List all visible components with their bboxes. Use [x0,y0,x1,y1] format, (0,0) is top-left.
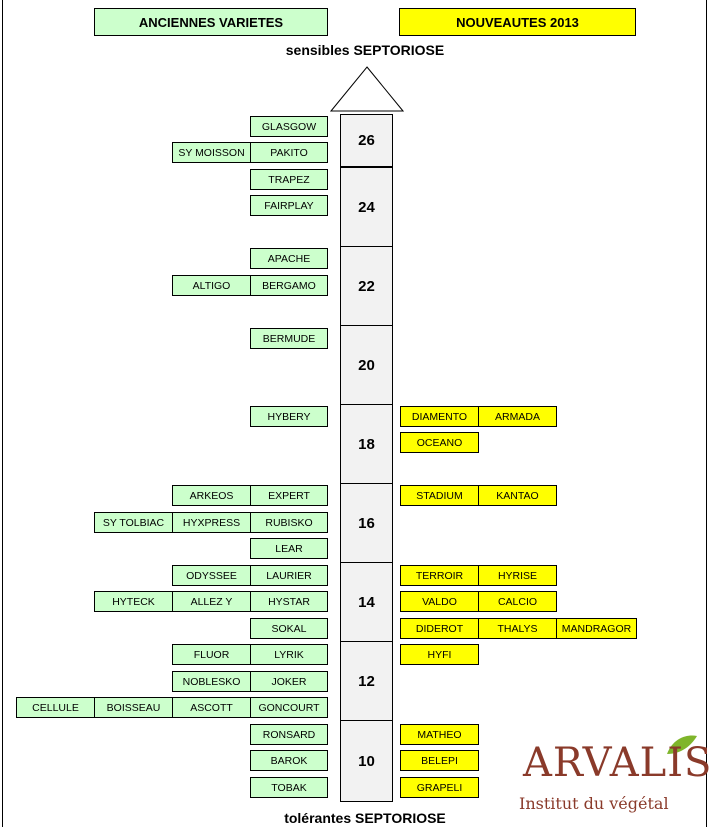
variety-cellule: CELLULE [16,697,95,718]
variety-matheo: MATHEO [400,724,479,745]
variety-diderot: DIDEROT [400,618,479,639]
variety-kantao: KANTAO [478,485,557,506]
variety-noblesko: NOBLESKO [172,671,251,692]
variety-tobak: TOBAK [250,777,328,798]
variety-pakito: PAKITO [250,142,328,163]
variety-stadium: STADIUM [400,485,479,506]
variety-hyrise: HYRISE [478,565,557,586]
variety-altigo: ALTIGO [172,275,251,296]
scale-level-20: 20 [340,325,393,405]
variety-hystar: HYSTAR [250,591,328,612]
variety-valdo: VALDO [400,591,479,612]
variety-armada: ARMADA [478,406,557,427]
scale-level-18: 18 [340,404,393,484]
axis-bottom-label: tolérantes SEPTORIOSE [284,810,446,826]
variety-sy-tolbiac: SY TOLBIAC [94,512,173,533]
variety-ronsard: RONSARD [250,724,328,745]
variety-apache: APACHE [250,248,328,269]
variety-diamento: DIAMENTO [400,406,479,427]
variety-barok: BAROK [250,750,328,771]
variety-trapez: TRAPEZ [250,169,328,190]
up-arrow-icon [330,66,404,112]
scale-level-14: 14 [340,562,393,642]
right-border [706,0,707,827]
variety-fluor: FLUOR [172,644,251,665]
variety-arkeos: ARKEOS [172,485,251,506]
variety-mandragor: MANDRAGOR [556,618,637,639]
variety-calcio: CALCIO [478,591,557,612]
variety-hyfi: HYFI [400,644,479,665]
variety-sy-moisson: SY MOISSON [172,142,251,163]
variety-goncourt: GONCOURT [250,697,328,718]
variety-hybery: HYBERY [250,406,328,427]
scale-level-16: 16 [340,483,393,563]
scale-level-26: 26 [340,114,393,167]
variety-expert: EXPERT [250,485,328,506]
arvalis-logo: ARVALIS Institut du végétal [505,728,709,826]
axis-top-label: sensibles SEPTORIOSE [285,42,445,58]
scale-level-12: 12 [340,641,393,721]
variety-glasgow: GLASGOW [250,116,328,137]
logo-wordmark: ARVALIS [523,740,709,786]
variety-oceano: OCEANO [400,432,479,453]
variety-belepi: BELEPI [400,750,479,771]
variety-hyteck: HYTECK [94,591,173,612]
scale-level-22: 22 [340,246,393,326]
variety-hyxpress: HYXPRESS [172,512,251,533]
variety-bergamo: BERGAMO [250,275,328,296]
variety-boisseau: BOISSEAU [94,697,173,718]
variety-laurier: LAURIER [250,565,328,586]
variety-odyssee: ODYSSEE [172,565,251,586]
variety-thalys: THALYS [478,618,557,639]
variety-allez-y: ALLEZ Y [172,591,251,612]
scale-level-10: 10 [340,720,393,802]
new-varieties-header: NOUVEAUTES 2013 [399,8,636,36]
variety-lear: LEAR [250,538,328,559]
variety-sokal: SOKAL [250,618,328,639]
leaf-icon [667,735,697,754]
left-border [2,0,3,827]
variety-joker: JOKER [250,671,328,692]
variety-bermude: BERMUDE [250,328,328,349]
logo-tagline: Institut du végétal [519,794,669,813]
variety-grapeli: GRAPELI [400,777,479,798]
variety-lyrik: LYRIK [250,644,328,665]
variety-fairplay: FAIRPLAY [250,195,328,216]
scale-level-24: 24 [340,167,393,247]
variety-rubisko: RUBISKO [250,512,328,533]
variety-ascott: ASCOTT [172,697,251,718]
variety-terroir: TERROIR [400,565,479,586]
old-varieties-header: ANCIENNES VARIETES [94,8,328,36]
